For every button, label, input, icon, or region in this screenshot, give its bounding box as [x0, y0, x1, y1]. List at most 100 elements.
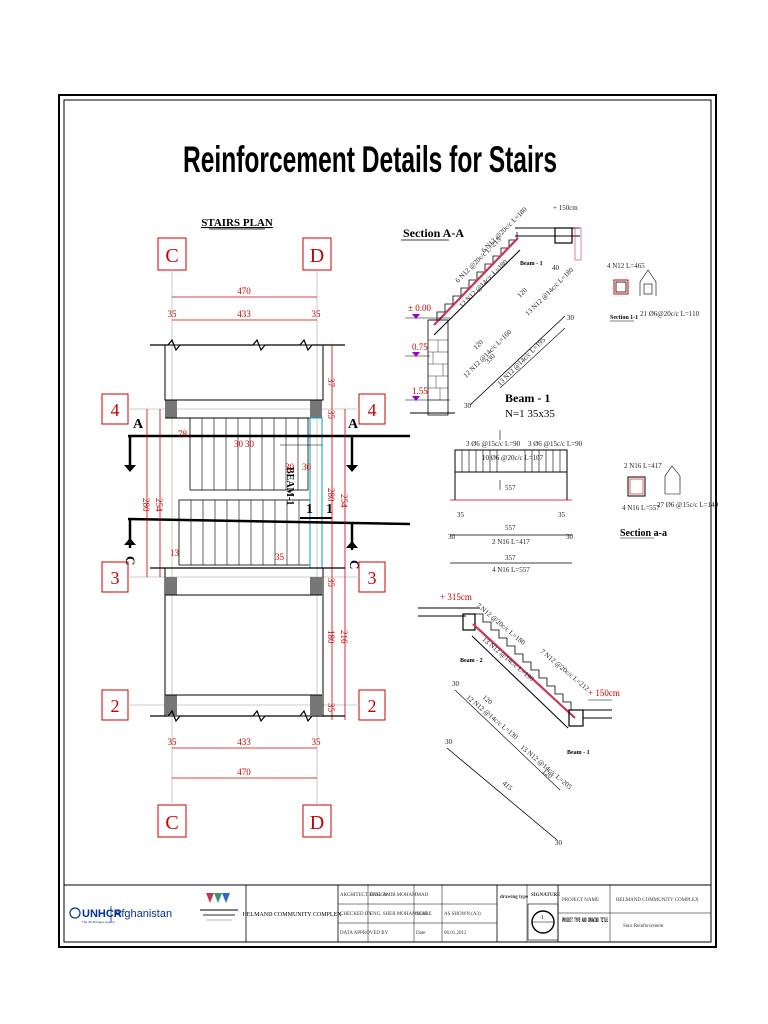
svg-text:2: 2 [111, 696, 120, 716]
svg-text:ENG. SHER MOHAMMAD: ENG. SHER MOHAMMAD [370, 912, 429, 917]
svg-text:A: A [348, 417, 359, 432]
svg-text:557: 557 [505, 484, 516, 492]
partner-logo [200, 893, 238, 921]
svg-text:10 Ø6 @20c/c L=107: 10 Ø6 @20c/c L=107 [482, 454, 544, 462]
svg-text:Beam - 1: Beam - 1 [567, 750, 590, 756]
svg-text:2 N16 L=417: 2 N16 L=417 [624, 462, 662, 470]
svg-text:UNHCR: UNHCR [82, 908, 122, 920]
svg-text:35: 35 [457, 511, 465, 519]
beam-1-detail: Beam - 1 N=1 35x35 3 Ø6 @15c/c L=90 3 Ø6… [448, 391, 583, 574]
svg-text:280: 280 [326, 488, 336, 502]
svg-text:433: 433 [237, 737, 251, 747]
svg-text:4 N12 L=465: 4 N12 L=465 [607, 262, 645, 270]
svg-text:35: 35 [275, 552, 285, 562]
title-block: UNHCR The UN Refugee Agency Afghanistan … [63, 884, 712, 943]
svg-text:35: 35 [312, 309, 322, 319]
svg-text:433: 433 [237, 309, 251, 319]
outer-border [58, 94, 717, 948]
svg-text:470: 470 [237, 286, 251, 296]
svg-text:PROJECT NAME: PROJECT NAME [562, 898, 599, 903]
svg-text:30: 30 [566, 533, 574, 541]
svg-text:1: 1 [541, 915, 544, 921]
svg-text:± 0.00: ± 0.00 [408, 303, 431, 313]
svg-text:Date: Date [416, 931, 426, 936]
svg-text:+ 315cm: + 315cm [440, 592, 472, 602]
svg-text:C: C [165, 812, 178, 834]
svg-text:06.01.2012: 06.01.2012 [444, 931, 467, 936]
svg-text:4: 4 [368, 400, 377, 420]
grid-label-3-left: 3 [101, 561, 129, 593]
svg-text:SCALE: SCALE [416, 912, 432, 917]
svg-text:Stair Reinforcement: Stair Reinforcement [623, 924, 664, 929]
svg-text:1: 1 [306, 502, 313, 517]
svg-text:254: 254 [339, 494, 349, 508]
svg-text:Afghanistan: Afghanistan [114, 908, 172, 920]
svg-text:D: D [310, 812, 324, 834]
unhcr-logo: UNHCR The UN Refugee Agency Afghanistan [69, 906, 172, 924]
svg-text:C: C [347, 560, 362, 569]
svg-text:7 N12 @20c/c L=212: 7 N12 @20c/c L=212 [539, 647, 591, 693]
svg-text:2 N16 L=417: 2 N16 L=417 [492, 538, 530, 546]
svg-text:35: 35 [312, 737, 322, 747]
svg-text:SIGNATURE: SIGNATURE [531, 893, 561, 898]
svg-text:470: 470 [237, 767, 251, 777]
stairs-plan: STAIRS PLAN C D 4 4 3 3 2 [101, 217, 411, 838]
svg-text:Beam - 2: Beam - 2 [460, 658, 483, 664]
svg-text:30: 30 [285, 462, 295, 472]
svg-text:37: 37 [326, 378, 336, 388]
svg-text:13: 13 [170, 548, 180, 558]
svg-text:557: 557 [505, 524, 516, 532]
grid-label-c-bottom: C [157, 804, 187, 838]
svg-text:C: C [123, 556, 138, 565]
beam-1-heading: Beam - 1 [505, 391, 550, 405]
svg-text:30: 30 [567, 314, 575, 322]
grid-label-d-bottom: D [302, 804, 332, 838]
svg-text:120: 120 [472, 338, 485, 351]
svg-text:D: D [310, 245, 324, 267]
svg-text:13 N12 @14c/c L=180: 13 N12 @14c/c L=180 [524, 266, 576, 318]
svg-text:2: 2 [368, 696, 377, 716]
svg-text:0.75: 0.75 [412, 342, 428, 352]
svg-text:254: 254 [154, 498, 164, 512]
svg-text:30: 30 [464, 402, 472, 410]
svg-text:ENG. AMIR MOHAMMAD: ENG. AMIR MOHAMMAD [370, 893, 429, 898]
svg-text:35: 35 [558, 511, 566, 519]
svg-text:CHECKED BY: CHECKED BY [340, 912, 372, 917]
svg-text:+ 150cm: + 150cm [553, 204, 578, 212]
plan-heading: STAIRS PLAN [201, 217, 273, 229]
svg-text:1.55: 1.55 [412, 386, 428, 396]
svg-text:HELMAND COMMUNITY COMPLEX: HELMAND COMMUNITY COMPLEX [616, 898, 699, 903]
grid-label-c-top: C [157, 237, 187, 271]
grid-label-d-top: D [302, 237, 332, 271]
svg-text:30: 30 [448, 533, 456, 541]
svg-text:21 Ø6@20c/c L=110: 21 Ø6@20c/c L=110 [640, 310, 700, 318]
svg-text:40: 40 [552, 264, 560, 272]
grid-label-4-left: 4 [101, 393, 129, 425]
svg-text:30: 30 [445, 738, 453, 746]
svg-text:3: 3 [111, 568, 120, 588]
svg-text:30: 30 [302, 462, 312, 472]
svg-text:30: 30 [452, 680, 460, 688]
section-lower-flight: + 315cm + 150cm Beam - 2 Beam - 1 7 N12 … [418, 592, 620, 847]
svg-text:216: 216 [339, 630, 349, 644]
svg-text:35: 35 [326, 578, 336, 588]
page-title: Reinforcement Details for Stairs [183, 139, 557, 180]
svg-text:27 Ø6 @15c/c L=140: 27 Ø6 @15c/c L=140 [657, 501, 719, 509]
grid-label-2-left: 2 [101, 689, 129, 721]
svg-text:1: 1 [326, 502, 333, 517]
svg-text:35: 35 [168, 309, 178, 319]
svg-text:3 Ø6 @15c/c L=90: 3 Ø6 @15c/c L=90 [528, 440, 583, 448]
project-name: HELMAND COMMUNITY COMPLEX [242, 912, 342, 918]
section-aa-heading: Section A-A [403, 226, 464, 240]
section-a-a: Section A-A + 150cm 6 N12 @20c/c L=180 6… [401, 204, 582, 416]
svg-text:35: 35 [326, 410, 336, 420]
svg-text:78: 78 [178, 429, 188, 439]
svg-text:35: 35 [326, 703, 336, 713]
svg-text:180: 180 [326, 630, 336, 644]
svg-text:C: C [165, 245, 178, 267]
svg-text:The UN Refugee Agency: The UN Refugee Agency [82, 920, 116, 924]
section-a-a-small: 2 N16 L=417 4 N16 L=557 27 Ø6 @15c/c L=1… [620, 462, 719, 539]
svg-text:4: 4 [111, 400, 120, 420]
svg-text:drawing type: drawing type [500, 895, 529, 900]
svg-text:ARCHITECT DESIGN: ARCHITECT DESIGN [340, 893, 388, 898]
